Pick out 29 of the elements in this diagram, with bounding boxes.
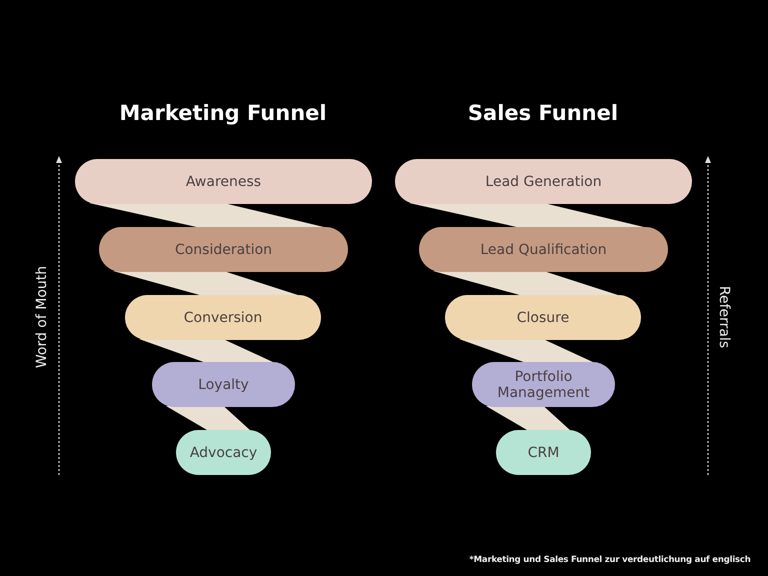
- stage-label: Conversion: [184, 310, 262, 326]
- stage-label: Consideration: [174, 242, 272, 258]
- stage-pill: [75, 159, 372, 204]
- connector-band: [459, 339, 595, 363]
- connector-band: [139, 339, 275, 363]
- stage-label: CRM: [528, 444, 560, 460]
- stage-label: Lead Qualification: [480, 242, 607, 258]
- stage-pill: [472, 362, 615, 407]
- stage-label: Lead Generation: [485, 174, 602, 190]
- stage-pill: [176, 430, 271, 475]
- connector-band: [166, 406, 251, 431]
- funnel-title: Marketing Funnel: [119, 101, 327, 125]
- stage-pill: [445, 295, 641, 340]
- stage-label: Loyalty: [198, 376, 249, 392]
- stage-pill: [419, 227, 668, 272]
- connector-band: [486, 406, 571, 431]
- footnote: *Marketing und Sales Funnel zur verdeutlichung auf englisch: [469, 555, 751, 565]
- stage-label: Awareness: [186, 174, 262, 190]
- stage-pill: [395, 159, 692, 204]
- stage-pill: [99, 227, 348, 272]
- stage-pill: [496, 430, 591, 475]
- axis-label: Word of Mouth: [34, 266, 50, 368]
- stage-label: Advocacy: [190, 444, 258, 460]
- stage-label: Portfolio Management: [496, 368, 591, 400]
- axis-label: Referrals: [716, 286, 732, 348]
- funnel-title: Sales Funnel: [468, 101, 618, 125]
- stage-pill: [125, 295, 321, 340]
- stage-label: Closure: [516, 310, 570, 326]
- stage-pill: [152, 362, 295, 407]
